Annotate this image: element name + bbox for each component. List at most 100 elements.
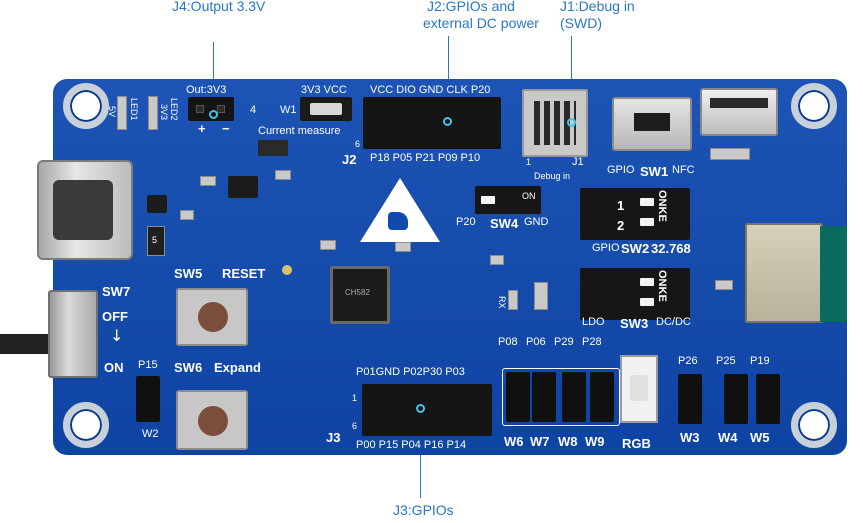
silk-gnd: GND [524,216,549,228]
j1-marker [567,118,576,127]
j4-pin [196,105,204,113]
reset-button-body[interactable] [176,288,248,346]
sw2-dip-switch[interactable] [580,188,690,240]
silk-w9: W9 [585,434,605,449]
j3-header[interactable] [362,384,492,436]
silk-p20: P20 [456,216,476,228]
sw2-toggle-1[interactable] [640,198,654,206]
resistor [147,226,165,256]
silk-j4-num: 4 [250,104,257,116]
annotation-j4: J4:Output 3.3V [172,0,266,14]
silk-onke-sw2: ONKE [656,190,668,222]
silk-out3v3: Out:3V3 [186,84,227,96]
j4-marker [209,110,218,119]
sw3-dip-switch[interactable] [580,268,690,320]
w9-jumper[interactable] [590,372,614,422]
sw3-toggle-2[interactable] [640,298,654,306]
j1-debug-header[interactable] [522,89,588,157]
sw4-toggle[interactable] [481,196,495,204]
silk-reset: RESET [222,266,266,281]
silk-p06: P06 [526,336,546,348]
silk-dcdc: DC/DC [656,316,691,328]
w6-jumper[interactable] [506,372,530,422]
small-ic [147,195,167,213]
annotation-j1-line1: J1:Debug in [560,0,635,14]
silk-sw6: SW6 [174,360,203,375]
silk-w7: W7 [530,434,550,449]
silk-j3-bottom: P00 P15 P04 P16 P14 [356,439,467,451]
silk-w8: W8 [558,434,578,449]
silk-w6: W6 [504,434,524,449]
power-switch-body[interactable] [48,290,98,378]
capacitor [395,242,411,252]
j4-pin [217,105,225,113]
silk-j3-pin1: 1 [352,393,358,403]
silk-gpio-sw2: GPIO [592,242,620,254]
w2-jumper[interactable] [136,376,160,422]
mcu-marking: CH582 [345,288,370,297]
esd-logo [360,178,440,242]
expand-button-body[interactable] [176,390,248,450]
rgb-led [620,355,658,423]
annotation-j2-line2: external DC power [423,15,539,31]
silk-minus: − [222,121,230,136]
regulator-chip [228,176,258,198]
usb-c-connector[interactable] [37,160,133,260]
silk-w3: W3 [680,430,700,445]
capacitor [534,282,548,310]
silk-j2-label: J2 [342,152,357,167]
silk-r1: 5 [152,235,158,245]
jumper-tray-w6-w9 [502,368,620,426]
silk-sw3: SW3 [620,316,649,331]
w8-jumper[interactable] [562,372,586,422]
sw2-toggle-2[interactable] [640,218,654,226]
expand-button[interactable] [198,406,228,436]
w4-jumper[interactable] [724,374,748,424]
silk-j3-top: P01GND P02P30 P03 [356,366,465,378]
mcu-chip: CH582 [330,266,390,324]
w1-jumper-cap[interactable] [310,103,342,115]
capacitor [490,255,504,265]
capacitor [508,290,518,310]
leader-line-j3 [420,412,421,498]
silk-3v3: 3V3 [159,104,169,121]
silk-expand: Expand [214,360,261,375]
silk-p15: P15 [138,359,158,371]
silk-off: OFF [102,309,128,324]
w3-jumper[interactable] [678,374,702,424]
nfc-connector[interactable] [700,88,778,136]
rf-antenna-module [820,226,847,322]
annotation-j1-line2: (SWD) [560,15,602,31]
silk-on: ON [104,360,124,375]
silk-j1-pin1: 1 [526,157,532,167]
esd-logo-hand [388,212,408,230]
power-switch-lever[interactable] [0,334,55,354]
silk-nfc: NFC [672,164,695,176]
reset-button[interactable] [198,302,228,332]
sw1-slide-switch[interactable] [612,97,692,151]
silk-j2-top: VCC DIO GND CLK P20 [370,84,491,96]
annotation-j3: J3:GPIOs [393,502,454,518]
rgb-led-lens [630,375,648,401]
w5-jumper[interactable] [756,374,780,424]
silk-dip-1: 1 [617,198,625,213]
sw4-dip-switch[interactable] [475,186,541,214]
silk-led1: LED1 [129,98,139,121]
silk-sw7: SW7 [102,284,131,299]
w1-header[interactable] [300,97,352,121]
silk-w4: W4 [718,430,738,445]
w7-jumper[interactable] [532,372,556,422]
silk-onke-sw3: ONKE [656,270,668,302]
capacitor [320,240,336,250]
mounting-hole-bottom-left [63,402,109,448]
silk-p29: P29 [554,336,574,348]
sw1-knob[interactable] [634,113,670,131]
silk-p25: P25 [716,355,736,367]
j3-marker [416,404,425,413]
silk-gpio-top: GPIO [607,164,635,176]
sw3-toggle-1[interactable] [640,278,654,286]
j2-header[interactable] [363,97,501,149]
j2-marker [443,117,452,126]
silk-5v: 5V [107,106,117,118]
silk-p08: P08 [498,336,518,348]
